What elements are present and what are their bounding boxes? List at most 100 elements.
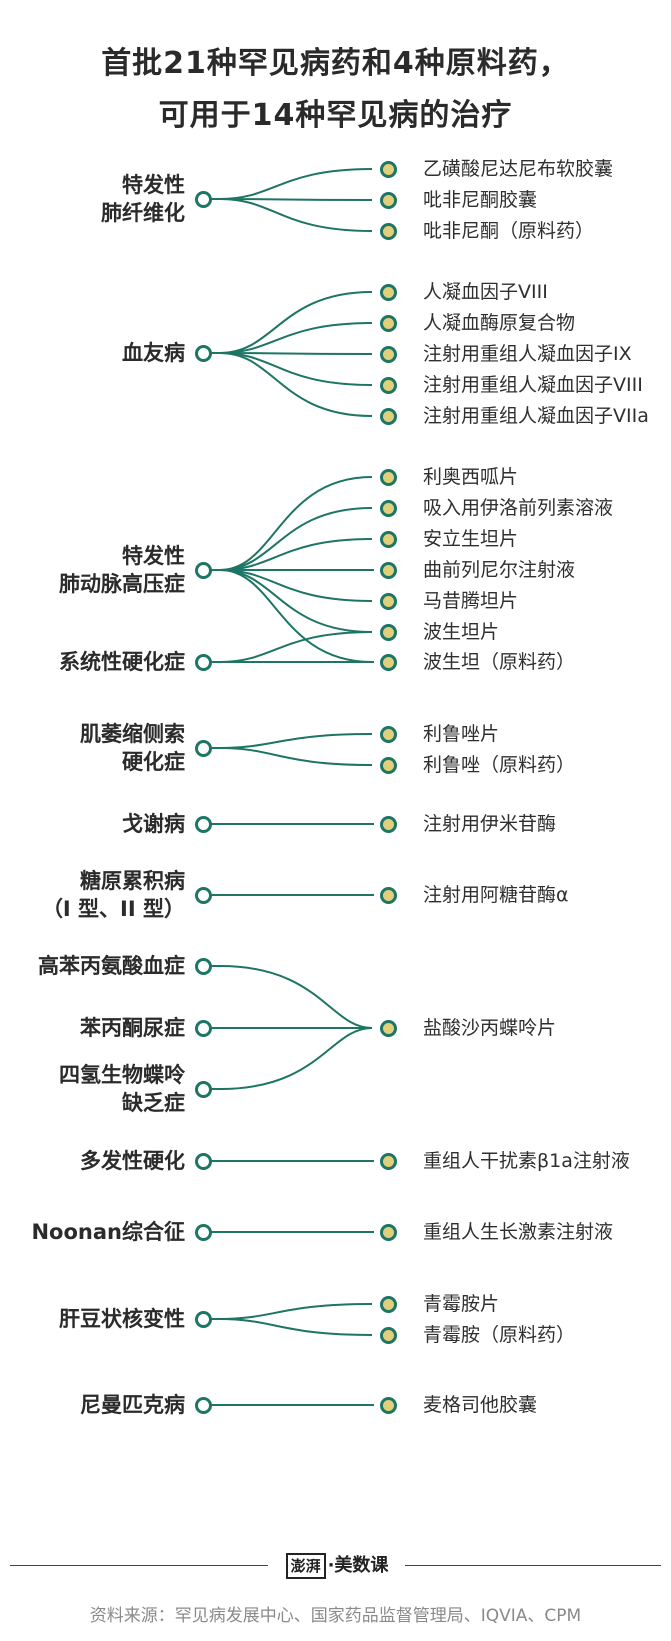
disease-label: 高苯丙氨酸血症: [38, 952, 185, 980]
disease-label-line: 缺乏症: [122, 1091, 185, 1115]
brand-name: ·美数课: [327, 1555, 389, 1576]
disease-label: 糖原累积病（I 型、II 型）: [42, 867, 185, 923]
drug-node-dot: [380, 531, 397, 548]
link-line: [211, 631, 373, 663]
drug-label: 注射用伊米苷酶: [423, 813, 557, 835]
disease-label-line: 四氢生物蝶呤: [59, 1063, 185, 1087]
drug-label: 安立生坦片: [423, 528, 519, 550]
drug-node-dot: [380, 1397, 397, 1414]
disease-node-dot: [195, 887, 212, 904]
drug-label: 吡非尼酮胶囊: [423, 189, 538, 211]
link-line: [211, 538, 373, 571]
disease-label: 尼曼匹克病: [80, 1391, 185, 1419]
disease-node-dot: [195, 562, 212, 579]
brand-box: 澎湃: [285, 1553, 326, 1579]
drug-node-dot: [380, 161, 397, 178]
disease-node-dot: [195, 958, 212, 975]
drug-node-dot: [380, 1153, 397, 1170]
drug-label: 乙磺酸尼达尼布软胶囊: [423, 158, 614, 180]
disease-label: 特发性肺纤维化: [101, 171, 185, 227]
link-line: [211, 569, 373, 663]
disease-node-dot: [195, 1153, 212, 1170]
disease-label: 戈谢病: [122, 810, 185, 838]
drug-label: 利鲁唑（原料药）: [423, 754, 576, 776]
drug-node-dot: [380, 469, 397, 486]
footer-divider-left: [10, 1565, 268, 1566]
brand-logo: 澎湃·美数课: [271, 1550, 403, 1582]
drug-node-dot: [380, 816, 397, 833]
disease-label: 血友病: [122, 339, 185, 367]
link-line: [211, 1303, 373, 1320]
drug-label: 重组人生长激素注射液: [423, 1221, 614, 1243]
disease-node-dot: [195, 345, 212, 362]
disease-label-line: 硬化症: [122, 750, 185, 774]
drug-label: 马昔腾坦片: [423, 590, 519, 612]
drug-label: 曲前列尼尔注射液: [423, 559, 576, 581]
drug-label: 注射用重组人凝血因子IX: [423, 343, 632, 365]
drug-label: 重组人干扰素β1a注射液: [423, 1150, 630, 1172]
disease-label-line: 尼曼匹克病: [80, 1393, 185, 1417]
drug-label: 吡非尼酮（原料药）: [423, 220, 595, 242]
disease-node-dot: [195, 1311, 212, 1328]
disease-label: 特发性肺动脉高压症: [59, 542, 185, 598]
disease-label: 苯丙酮尿症: [80, 1014, 185, 1042]
drug-node-dot: [380, 887, 397, 904]
disease-label-line: 戈谢病: [122, 812, 185, 836]
drug-node-dot: [380, 726, 397, 743]
link-line: [211, 291, 373, 354]
disease-label-line: 糖原累积病: [80, 869, 185, 893]
disease-label-line: 特发性: [122, 173, 185, 197]
link-line: [211, 322, 373, 354]
drug-node-dot: [380, 1020, 397, 1037]
disease-label: 多发性硬化: [80, 1147, 185, 1175]
drug-label: 波生坦（原料药）: [423, 651, 576, 673]
link-line: [211, 198, 373, 232]
disease-node-dot: [195, 191, 212, 208]
disease-label-line: 肺动脉高压症: [59, 572, 185, 596]
link-line: [211, 1027, 373, 1090]
disease-label: 系统性硬化症: [59, 648, 185, 676]
link-line: [211, 476, 373, 571]
drug-node-dot: [380, 223, 397, 240]
drug-label: 注射用重组人凝血因子VIII: [423, 374, 643, 396]
disease-label: 肌萎缩侧索硬化症: [80, 720, 185, 776]
disease-label-line: 多发性硬化: [80, 1149, 185, 1173]
drug-node-dot: [380, 654, 397, 671]
drug-label: 人凝血酶原复合物: [423, 312, 576, 334]
drug-node-dot: [380, 562, 397, 579]
disease-node-dot: [195, 1081, 212, 1098]
drug-label: 利鲁唑片: [423, 723, 500, 745]
connector-lines: [211, 168, 374, 1406]
disease-label: 四氢生物蝶呤缺乏症: [59, 1061, 185, 1117]
drug-node-dot: [380, 408, 397, 425]
disease-node-dot: [195, 1224, 212, 1241]
disease-label: Noonan综合征: [31, 1218, 185, 1246]
link-line: [211, 733, 373, 749]
drug-label: 麦格司他胶囊: [423, 1394, 538, 1416]
disease-node-dot: [195, 1397, 212, 1414]
source-note: 资料来源：罕见病发展中心、国家药品监督管理局、IQVIA、CPM: [89, 1606, 582, 1626]
title-line-1: 首批21种罕见病药和4种原料药，: [101, 46, 570, 81]
drug-node-dot: [380, 1296, 397, 1313]
link-line: [211, 747, 373, 766]
disease-label-line: 苯丙酮尿症: [80, 1016, 185, 1040]
drug-node-dot: [380, 315, 397, 332]
drug-node-dot: [380, 624, 397, 641]
link-line: [211, 965, 373, 1029]
drug-label: 人凝血因子VIII: [423, 281, 548, 303]
disease-node-dot: [195, 1020, 212, 1037]
disease-label-line: 系统性硬化症: [59, 650, 185, 674]
drug-node-dot: [380, 500, 397, 517]
drug-label: 吸入用伊洛前列素溶液: [423, 497, 614, 519]
disease-label-line: 特发性: [122, 544, 185, 568]
drug-label: 青霉胺片: [423, 1293, 500, 1315]
drug-node-dot: [380, 377, 397, 394]
footer-divider-right: [405, 1565, 661, 1566]
drug-label: 盐酸沙丙蝶呤片: [423, 1017, 557, 1039]
link-line: [211, 352, 373, 386]
disease-label-line: 血友病: [122, 341, 185, 365]
disease-label-line: 肝豆状核变性: [59, 1307, 185, 1331]
drug-node-dot: [380, 1224, 397, 1241]
disease-label-line: 肌萎缩侧索: [80, 722, 185, 746]
